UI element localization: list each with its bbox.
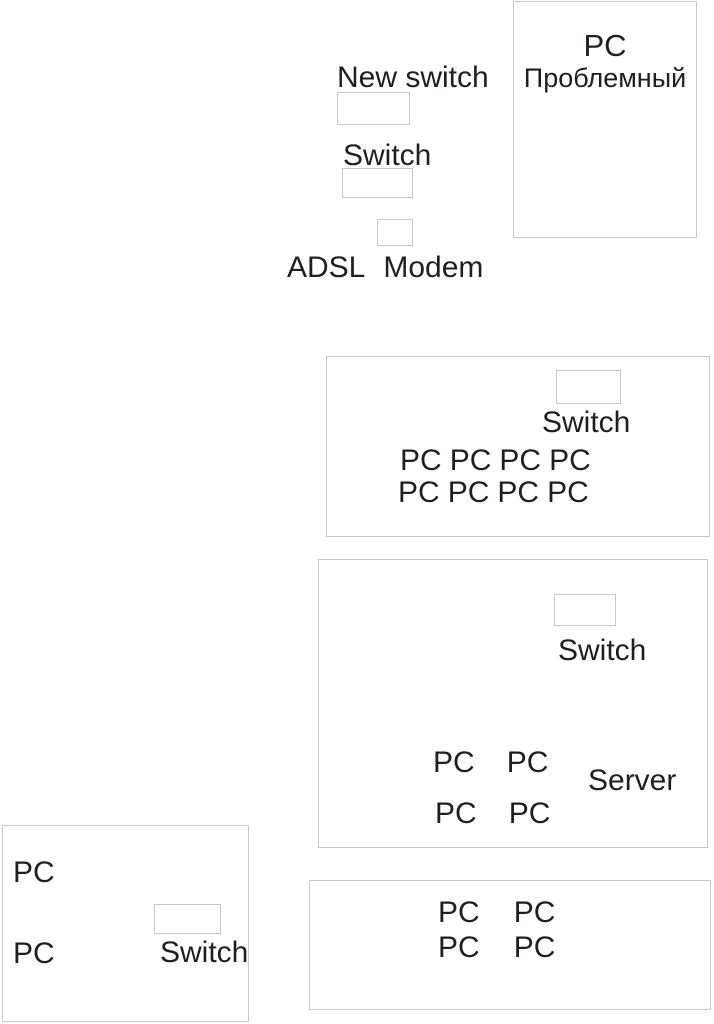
pc-label: PC [499, 444, 542, 477]
pc-label: PC [447, 476, 490, 509]
new-switch-box [337, 92, 410, 125]
server-room-pc-row-2: PC PC [435, 799, 550, 829]
pc-label: PC [438, 896, 480, 929]
new-switch-label: New switch [337, 61, 489, 94]
pc-label: PC [400, 444, 442, 477]
pc-label: PC [398, 476, 440, 509]
bottom-room-pc-row-2: PC PC [438, 933, 555, 963]
pc-label: PC [433, 746, 475, 779]
pc-label: PC [506, 746, 549, 779]
office-pc-row-2: PC PC PC PC [398, 478, 589, 508]
pc-label: PC [513, 931, 556, 964]
server-label: Server [588, 764, 677, 797]
server-room-switch-box [554, 594, 616, 626]
bottom-room-box: PC PC PC PC [309, 880, 711, 1010]
pc-label: PC [449, 444, 492, 477]
pc-label: PC [513, 896, 556, 929]
problem-pc-box: PC Проблемный [513, 1, 697, 238]
server-room-box: Switch PC PC Server PC PC [318, 559, 708, 848]
problem-pc-title: PC [583, 28, 627, 63]
modem-label: Modem [383, 251, 484, 284]
uplink-switch-box [342, 168, 413, 198]
left-room-switch-label: Switch [160, 936, 249, 969]
left-room-box: PC PC Switch [2, 825, 249, 1022]
bottom-room-pc-row-1: PC PC [438, 898, 555, 928]
pc-label: PC [435, 797, 477, 830]
adsl-modem-label: ADSL Modem [287, 253, 483, 283]
pc-label: PC [438, 931, 480, 964]
office-room-box: Switch PC PC PC PC PC PC PC PC [326, 356, 710, 537]
uplink-switch-label: Switch [343, 139, 432, 172]
server-room-switch-label: Switch [558, 634, 647, 667]
problem-pc-subtitle: Проблемный [523, 63, 687, 93]
office-pc-row-1: PC PC PC PC [400, 446, 591, 476]
adsl-label: ADSL [287, 251, 366, 284]
left-room-pc-bottom: PC [13, 937, 55, 970]
office-switch-box [556, 370, 621, 404]
left-room-switch-box [154, 904, 221, 934]
left-room-pc-top: PC [13, 856, 55, 889]
pc-label: PC [497, 476, 540, 509]
pc-label: PC [549, 444, 591, 477]
server-room-pc-row-1: PC PC [433, 748, 548, 778]
office-switch-label: Switch [542, 406, 631, 439]
pc-label: PC [547, 476, 589, 509]
adsl-modem-box [377, 219, 413, 246]
pc-label: PC [508, 797, 551, 830]
